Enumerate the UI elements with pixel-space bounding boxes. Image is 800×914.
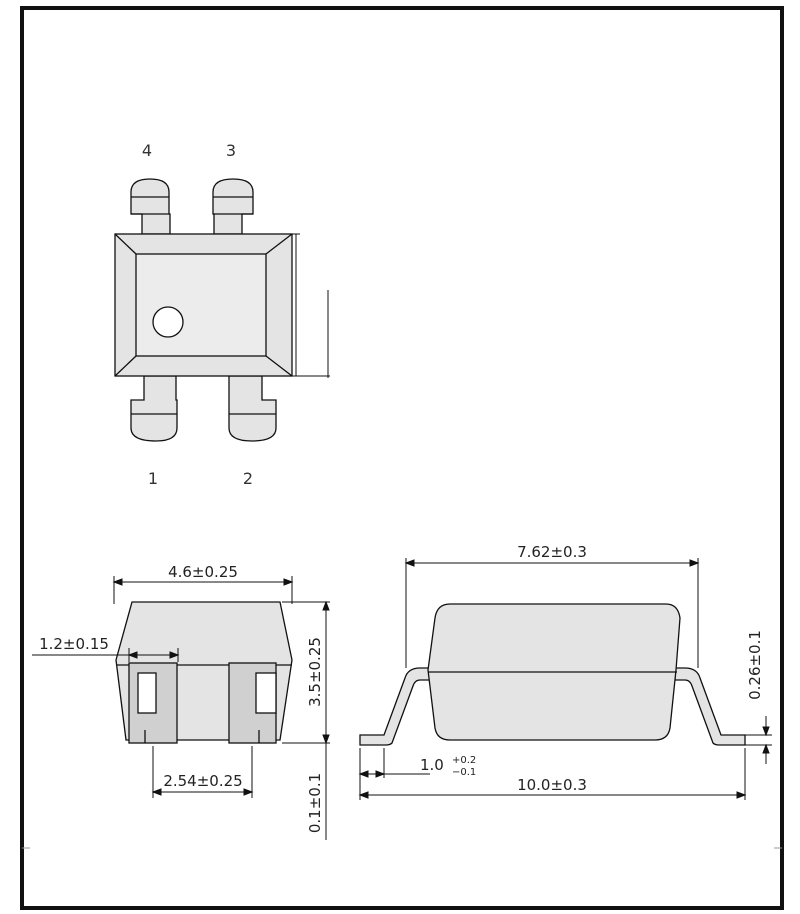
top-view: [114, 178, 293, 442]
dim-lead-thickness: 0.26±0.1: [746, 630, 764, 700]
pin-2: [228, 375, 277, 442]
dim-pin-pitch: 2.54±0.25: [163, 772, 242, 790]
dim-lead-length: 1.0: [420, 756, 444, 774]
dim-body-height: 3.5±0.25: [306, 637, 324, 707]
dim-body-width: 4.6±0.25: [168, 563, 238, 581]
dim-overall-length: 10.0±0.3: [517, 776, 587, 794]
pin-3: [212, 178, 254, 235]
dim-lead-length-tol-minus: −0.1: [452, 767, 476, 778]
pin-label-3: 3: [226, 141, 236, 160]
pin-label-1: 1: [148, 469, 158, 488]
top-view-dimension-lines: [292, 233, 330, 378]
pin-label-4: 4: [142, 141, 152, 160]
pin-label-2: 2: [243, 469, 253, 488]
side-view-dimension-lines: [358, 558, 772, 800]
drawing-frame: [20, 6, 784, 910]
dim-lead-length-tol-plus: +0.2: [452, 755, 476, 766]
front-lead-right: [228, 662, 277, 744]
dim-standoff: 0.1±0.1: [306, 773, 324, 833]
dim-pin-width: 1.2±0.15: [39, 635, 109, 653]
front-view: [115, 601, 293, 744]
front-lead-left: [128, 662, 178, 744]
top-body-inner: [135, 253, 267, 357]
dim-row-spacing: 7.62±0.3: [517, 543, 587, 561]
pin-4: [130, 178, 171, 235]
pin-1: [130, 375, 178, 442]
pin1-index-mark: [152, 306, 184, 338]
front-view-dimension-lines: [32, 576, 330, 840]
side-view: [359, 603, 746, 746]
side-lead-right: [674, 667, 746, 746]
side-lead-left: [359, 667, 431, 746]
